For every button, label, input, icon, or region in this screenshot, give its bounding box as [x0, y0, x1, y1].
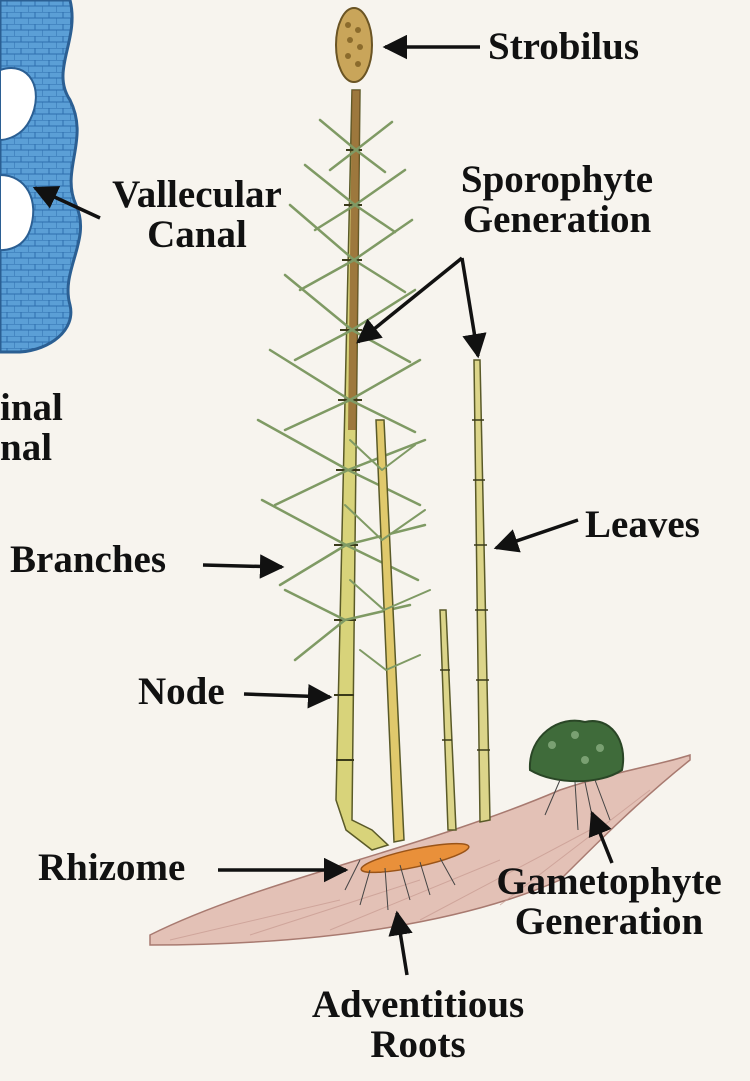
label-gametophyte-line-1: Gametophyte: [468, 862, 750, 902]
label-adventitious-line-2: Roots: [278, 1025, 558, 1065]
label-sporophyte-line-1: Sporophyte: [422, 160, 692, 200]
stem-cross-section: [0, 0, 81, 352]
label-gametophyte-line-2: Generation: [468, 902, 750, 942]
label-carinal-canal-fragment: inal nal: [0, 388, 63, 468]
label-carinal-fragment-line-1: inal: [0, 388, 63, 428]
label-carinal-fragment-line-2: nal: [0, 428, 63, 468]
label-vallecular-canal: Vallecular Canal: [92, 175, 302, 255]
label-leaves: Leaves: [585, 505, 700, 545]
label-sporophyte-line-2: Generation: [422, 200, 692, 240]
label-gametophyte-generation: Gametophyte Generation: [468, 862, 750, 942]
label-vallecular-canal-line-1: Vallecular: [92, 175, 302, 215]
label-adventitious-roots: Adventitious Roots: [278, 985, 558, 1065]
label-node: Node: [138, 672, 225, 712]
thin-stems: [440, 360, 490, 830]
label-branches: Branches: [10, 540, 166, 580]
label-vallecular-canal-line-2: Canal: [92, 215, 302, 255]
label-rhizome: Rhizome: [38, 848, 185, 888]
secondary-stem: [345, 420, 430, 842]
label-sporophyte-generation: Sporophyte Generation: [422, 160, 692, 240]
label-strobilus: Strobilus: [488, 27, 639, 67]
label-adventitious-line-1: Adventitious: [278, 985, 558, 1025]
strobilus-cone: [336, 8, 372, 82]
